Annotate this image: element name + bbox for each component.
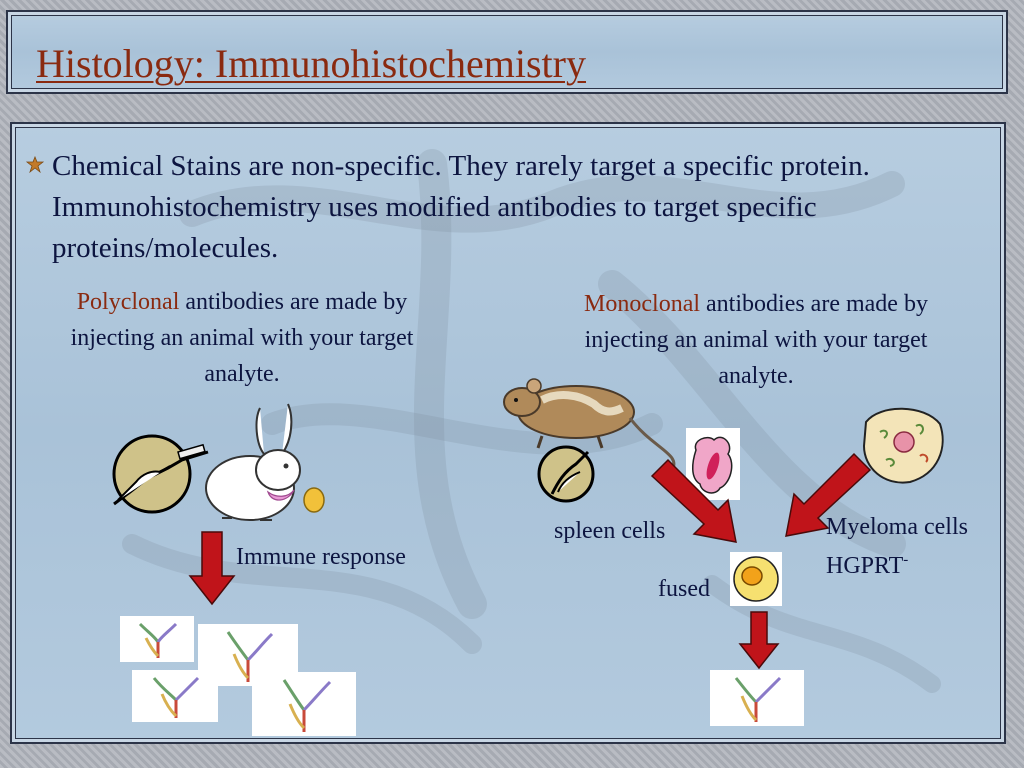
hgprt-text: HGPRT	[826, 553, 904, 579]
diagram-arrows	[188, 452, 872, 670]
antibody-image	[132, 670, 218, 722]
arrow-down-icon	[650, 458, 737, 543]
fused-label: fused	[658, 576, 710, 602]
hgprt-superscript: -	[903, 552, 909, 568]
myeloma-cells-label: Myeloma cells	[826, 514, 968, 540]
polyclonal-text: Polyclonal antibodies are made by inject…	[42, 284, 442, 392]
syringe-hand-icon	[537, 445, 595, 503]
monoclonal-text: Monoclonal antibodies are made by inject…	[548, 286, 964, 394]
polyclonal-highlight: Polyclonal	[76, 289, 180, 315]
spleen-cells-label: spleen cells	[554, 518, 666, 544]
antibody-icon	[226, 631, 274, 682]
monoclonal-description: antibodies are made by injecting an anim…	[584, 291, 928, 389]
title-panel: Histology: Immunohistochemistry	[6, 10, 1008, 94]
cell-icon	[862, 407, 944, 484]
immune-response-label: Immune response	[236, 544, 406, 570]
antibody-icon	[138, 622, 178, 658]
antibody-icon	[282, 679, 332, 732]
arrow-down-icon	[738, 611, 780, 670]
antibody-image	[710, 670, 804, 726]
polyclonal-description: antibodies are made by injecting an anim…	[70, 289, 414, 387]
slide-title: Histology: Immunohistochemistry	[36, 41, 586, 86]
antibody-icon	[734, 676, 782, 722]
antibody-icon	[152, 676, 200, 718]
cell-icon	[730, 552, 782, 606]
bullet-icon	[25, 155, 45, 174]
main-bullet: Chemical Stains are non-specific. They r…	[25, 146, 986, 269]
antibody-image	[252, 672, 356, 736]
rabbit-icon	[205, 403, 325, 521]
hgprt-label: HGPRT-	[826, 552, 908, 580]
arrow-down-icon	[785, 452, 872, 537]
content-panel: Chemical Stains are non-specific. They r…	[10, 122, 1006, 744]
arrow-down-icon	[188, 531, 236, 606]
monoclonal-highlight: Monoclonal	[584, 291, 701, 317]
antibody-image	[120, 616, 194, 662]
bullet-text: Chemical Stains are non-specific. They r…	[52, 150, 870, 264]
syringe-hand-icon	[112, 434, 209, 514]
